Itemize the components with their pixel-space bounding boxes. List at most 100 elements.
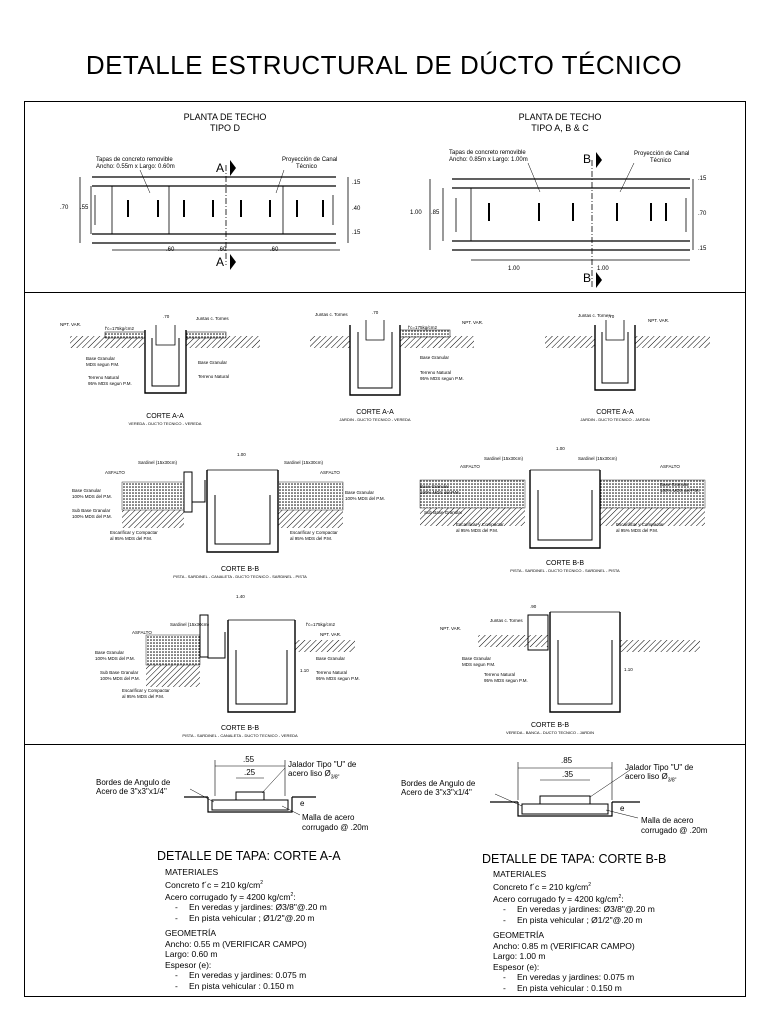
aa1-dim: .70 [163, 314, 170, 319]
plan-abc-dim-6: 1.00 [597, 266, 609, 272]
bb3-escar-1: Escarificar y Compactar [122, 688, 170, 693]
tapa-bb-bordes-2: Acero de 3"x3"x1/4" [401, 788, 472, 797]
bb2-escar-r1: Escarificar y Compactar [616, 522, 664, 527]
tapa-bb-acero-line: Acero corrugado fy = 4200 kg/cm2: [493, 893, 624, 904]
plan-abc-note-proy-2: Técnico [650, 158, 672, 164]
plan-d-dim-6: .60 [218, 247, 227, 253]
aa1-terreno-3: 95% MDS segun P.M. [88, 381, 132, 386]
tapa-aa-malla-2: corrugado @ .20m [302, 823, 369, 832]
bb4-npt: NPT. VAR. [440, 626, 462, 631]
plan-d-dim-4: .15 [352, 230, 361, 236]
section-bb3-name: CORTE B-B [221, 725, 259, 732]
aa1-terreno-r: Terreno Natural [198, 374, 230, 379]
tapa-aa-jalador-sub: 3/8" [330, 774, 340, 781]
plan-d-label: PLANTA DE TECHO TIPO D [150, 112, 300, 134]
tapa-aa-esp-pista: En pista vehicular : 0.150 m [165, 981, 327, 992]
bb1-asfalto-r: ASFALTO [320, 470, 340, 475]
plan-abc-dim-4: .15 [698, 246, 707, 252]
tapa-bb-dim-outer: .85 [561, 756, 573, 765]
section-bb1-desc: PISTA - SARDINEL - CANALETA - DUCTO TECN… [173, 574, 307, 579]
section-bb2-desc: PISTA - SARDINEL - DUCTO TECNICO - SARDI… [510, 568, 620, 573]
aa2-dim: .70 [372, 310, 379, 315]
aa1-falso-piso: f'c=175kg/cm2 [105, 326, 134, 331]
section-aa1-desc: VEREDA - DUCTO TECNICO - VEREDA [128, 421, 202, 426]
section-bb4-shape [478, 611, 700, 713]
tapa-aa-bordes-1: Bordes de Angulo de [96, 778, 171, 787]
tapa-bb-geometria: GEOMETRÍA [493, 930, 545, 941]
section-bb1-shape [121, 469, 344, 553]
bb2-sub-1: Sub Base Granular [424, 510, 463, 515]
tapa-aa-pista: En pista vehicular ; Ø1/2"@.20 m [165, 913, 327, 924]
section-aa2-shape [310, 320, 474, 396]
tapa-aa-largo: Largo: 0.60 m [165, 949, 218, 960]
divider-tapas [24, 744, 746, 745]
plan-d-note-proy-2: Técnico [296, 164, 318, 170]
section-aa2-caption: CORTE A-A JARDIN - DUCTO TECNICO - VERED… [330, 409, 420, 422]
tapa-bb-malla-1: Malla de acero [641, 816, 694, 825]
bb2-base-r: Base Granular [660, 482, 690, 487]
bb4-terreno-1: Terreno Natural [484, 672, 516, 677]
section-bb4-caption: CORTE B-B VEREDA - BANCA - DUCTO TECNICO… [490, 722, 610, 735]
tapa-aa-concreto: Concreto f´c = 210 kg/cm [165, 879, 261, 890]
plan-abc-label-line2: TIPO A, B & C [531, 123, 589, 133]
bb4-dim: .90 [530, 604, 537, 609]
plan-d-dim-0: .70 [60, 205, 69, 211]
bb1-base-r: Base Granular [345, 490, 375, 495]
aa2-juntas: Juntas c. Tornes [315, 312, 348, 317]
bb1-escar-2: al 95% MDS del P.M. [110, 536, 153, 541]
bb1-dim: 1.00 [237, 452, 246, 457]
bb3-sub-3: 100% MDS del P.M. [100, 676, 140, 681]
bb3-base-3: 100% MDS del P.M. [95, 656, 135, 661]
plan-d-dim-3: .40 [352, 206, 361, 212]
tapa-aa-geometria: GEOMETRÍA [165, 928, 217, 939]
tapa-bb-dim-inner: .35 [562, 770, 574, 779]
section-aa1-shape [70, 325, 260, 394]
tapa-bb-malla-2: corrugado @ .20m [641, 826, 708, 835]
bb1-escar-r1: Escarificar y Compactar [290, 530, 338, 535]
tapa-bb-concreto-line: Concreto f´c = 210 kg/cm2 [493, 881, 591, 892]
tapa-bb-concreto: Concreto f´c = 210 kg/cm [493, 881, 589, 892]
section-bb2-caption: CORTE B-B PISTA - SARDINEL - DUCTO TECNI… [480, 560, 650, 573]
tapa-aa-bordes-2: Acero de 3"x3"x1/4" [96, 787, 167, 796]
aa2-terreno-3: 95% MDS segun P.M. [420, 376, 464, 381]
tapa-aa-shape [184, 760, 316, 816]
plan-abc-note-proy-1: Proyección de Canal [634, 151, 690, 157]
bb2-sardinel-r: Sardinel (15x30cm) [578, 456, 618, 461]
tapa-aa-jalador-2-text: acero liso Ø [288, 769, 331, 778]
bb1-escar-r2: al 95% MDS del P.M. [290, 536, 333, 541]
plan-d-dim-5: .60 [166, 247, 175, 253]
plan-d-cut-bottom: A [215, 255, 224, 269]
aa3-npt: NPT. VAR. [648, 318, 670, 323]
plan-abc-label: PLANTA DE TECHO TIPO A, B & C [485, 112, 635, 134]
tapa-aa-title: DETALLE DE TAPA: CORTE A-A [157, 849, 341, 863]
tapa-aa-e: e [300, 799, 305, 808]
bb1-sardinel-r: Sardinel (15x30cm) [284, 460, 324, 465]
tapa-bb-largo: Largo: 1.00 m [493, 951, 546, 962]
aa1-npt: NPT. VAR. [60, 322, 82, 327]
tapa-aa-espesor: Espesor (e): [165, 959, 212, 970]
tapa-bb-jalador-2: acero liso Ø3/8" [625, 772, 676, 786]
plan-abc-cut-bottom: B [582, 271, 591, 285]
bb3-sub-1: Sub Base Granular [100, 670, 139, 675]
plan-d-dim-2: .15 [352, 180, 361, 186]
aa2-base-1: Base Granular [420, 355, 450, 360]
bb2-base-1: Base Granular [420, 484, 450, 489]
tapa-bb-jalador-1: Jalador Tipo "U" de [625, 763, 694, 772]
aa3-dim: .70 [608, 314, 615, 319]
tapa-bb-esp-pista: En pista vehicular : 0.150 m [493, 983, 655, 994]
plan-d-label-line1: PLANTA DE TECHO [183, 112, 267, 122]
bb2-base-r3: 100% MDS del P.M. [660, 488, 700, 493]
aa1-juntas: Juntas c. Tornes [196, 316, 229, 321]
bb3-falso: f'c=175kg/cm2 [306, 622, 335, 627]
plan-d-note-tapas-1: Tapas de concreto removible [96, 157, 173, 163]
section-bb2-shape [419, 469, 706, 549]
bb2-escar-2: al 95% MDS del P.M. [456, 528, 499, 533]
section-bb3-shape [145, 614, 355, 713]
bb3-terreno-r3: 95% MDS segun P.M. [316, 676, 360, 681]
drawing-title: DETALLE ESTRUCTURAL DE DÚCTO TÉCNICO [85, 50, 683, 80]
bb3-sardinel: Sardinel (15x30cm) [170, 622, 210, 627]
plan-d-cut-top: A [215, 161, 224, 175]
bb3-dim-h: 1.10 [300, 668, 309, 673]
bb1-base-1: Base Granular [72, 488, 102, 493]
tapa-aa-jalador-1: Jalador Tipo "U" de [288, 760, 357, 769]
